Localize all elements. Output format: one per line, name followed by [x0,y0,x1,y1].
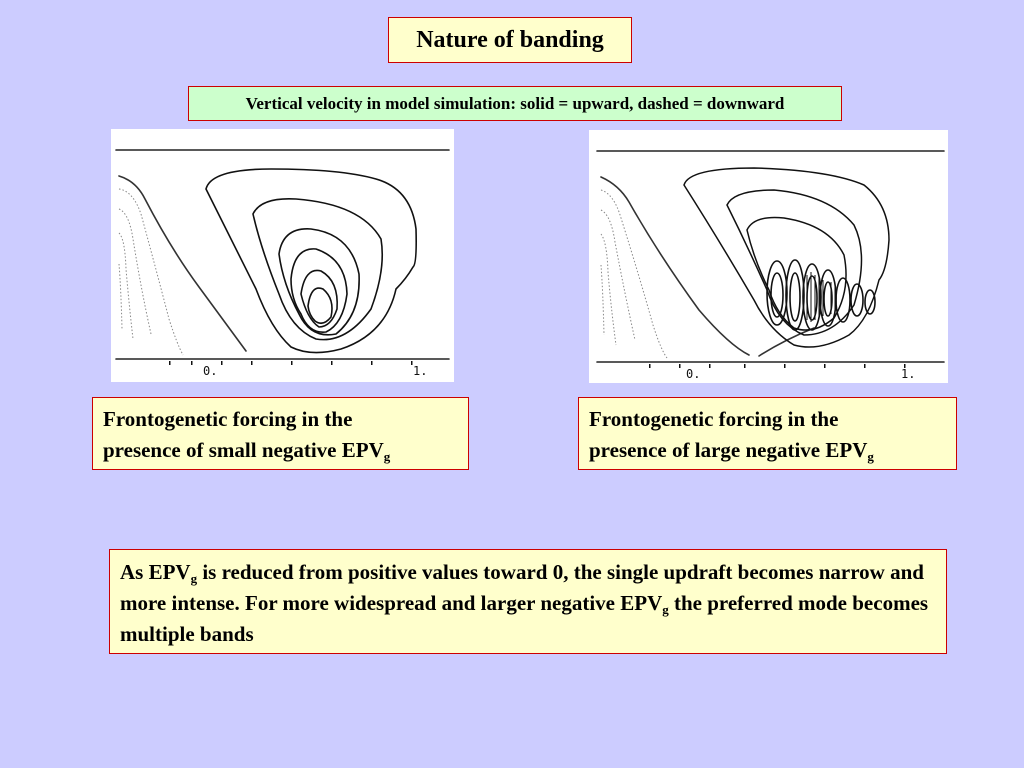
downward-dashed-contours [118,188,184,356]
contour-plot-large-epv: 0. 1. [589,130,948,383]
caption-small-epv: Frontogenetic forcing in the presence of… [92,397,469,470]
summary-subscript-2: g [662,602,669,617]
subtitle-banner: Vertical velocity in model simulation: s… [188,86,842,121]
summary-part-2: is reduced from positive values toward 0… [120,560,924,615]
subtitle-text: Vertical velocity in model simulation: s… [245,93,785,113]
contour-plot-small-epv-svg: 0. 1. [115,149,450,378]
upward-solid-contours [205,168,417,354]
caption-line-1: Frontogenetic forcing in the [589,407,839,431]
summary-part-1: As EPV [120,560,191,584]
slide-title: Nature of banding [388,17,632,63]
diagonal-contour [600,176,750,356]
contour-plot-small-epv: 0. 1. [111,129,454,382]
caption-line-2: presence of large negative EPVg [589,435,946,466]
lower-contour [758,327,815,357]
contour-plot-large-epv-svg: 0. 1. [596,150,945,381]
summary-part-3: the preferred mode becomes multiple band… [120,591,929,646]
summary-text-box: As EPVg is reduced from positive values … [109,549,947,654]
summary-subscript-1: g [190,571,198,586]
tick-label-one: 1. [413,364,427,378]
tick-label-zero: 0. [686,367,700,381]
band-core-lines [806,272,836,322]
caption-large-epv: Frontogenetic forcing in the presence of… [578,397,957,470]
multiple-band-contours [766,259,876,331]
slide-title-text: Nature of banding [416,26,604,53]
caption-line-2-text: presence of small negative EPV [103,438,384,462]
caption-subscript: g [867,449,874,464]
downward-dashed-contours [600,189,668,359]
caption-line-2-text: presence of large negative EPV [589,438,868,462]
upward-solid-contours [683,167,890,348]
tick-label-one: 1. [901,367,915,381]
diagonal-contour [118,175,247,352]
tick-label-zero: 0. [203,364,217,378]
caption-line-1: Frontogenetic forcing in the [103,407,353,431]
caption-subscript: g [383,449,391,464]
caption-line-2: presence of small negative EPVg [103,435,458,466]
